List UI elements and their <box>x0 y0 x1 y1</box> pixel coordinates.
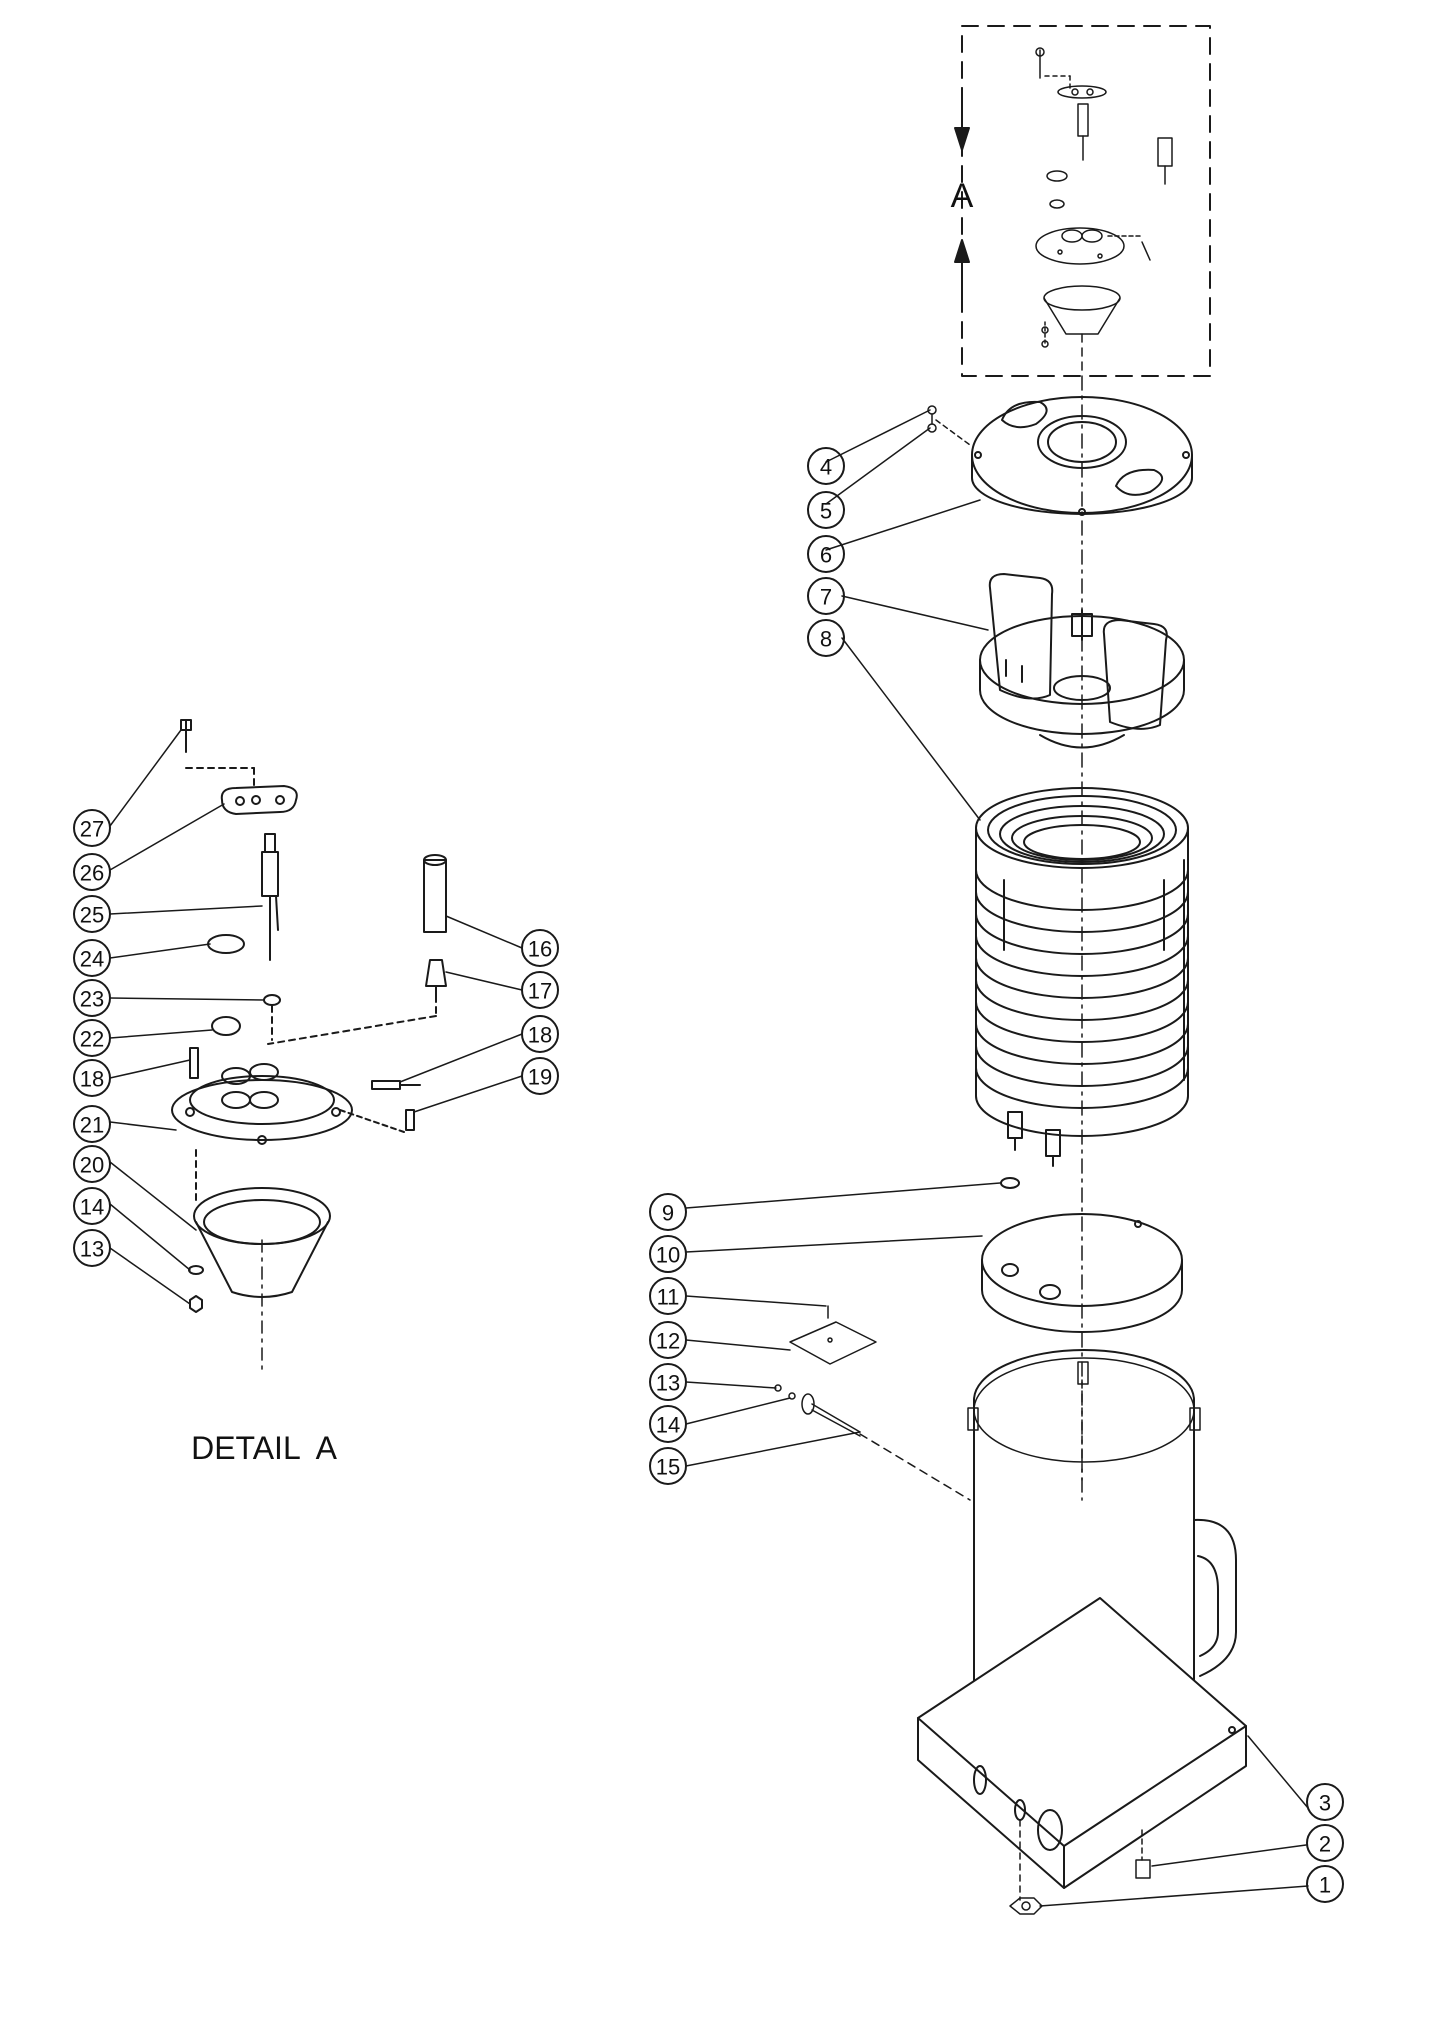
callout-11: 11 <box>657 1285 680 1310</box>
drain-nut <box>1009 1897 1043 1915</box>
detail-callout-19: 19 <box>528 1065 552 1090</box>
detail-callout-16: 16 <box>528 937 552 962</box>
sight-glass-assembly <box>774 1305 971 1501</box>
detail-a-mini-assembly <box>1035 47 1173 377</box>
detail-a-caption: DETAIL A <box>191 1430 337 1466</box>
detail-callout-20: 20 <box>80 1153 104 1178</box>
callout-5: 5 <box>820 499 832 524</box>
callout-12: 12 <box>656 1329 680 1354</box>
detail-callout-13: 13 <box>80 1237 104 1262</box>
detail-callout-23: 23 <box>80 987 104 1012</box>
callout-labels: 1 2 3 4 5 6 7 8 9 10 11 12 13 14 15 27 2… <box>80 455 1331 1898</box>
detail-callout-18-left: 18 <box>80 1067 104 1092</box>
detail-a-exploded-view <box>171 719 447 1371</box>
detail-a-section-letter: A <box>951 177 974 215</box>
callout-9: 9 <box>662 1201 674 1226</box>
top-cover-plate <box>971 396 1193 516</box>
detail-callout-25: 25 <box>80 903 104 928</box>
callout-7: 7 <box>820 585 832 610</box>
callout-8: 8 <box>820 627 832 652</box>
section-arrow-down <box>954 87 970 151</box>
cover-screw <box>927 405 971 446</box>
baffle-assembly <box>979 573 1185 749</box>
heat-exchanger-coil <box>975 787 1189 1167</box>
callout-1: 1 <box>1319 1873 1331 1898</box>
detail-callout-26: 26 <box>80 861 104 886</box>
detail-callout-17: 17 <box>528 979 552 1004</box>
leader-lines <box>109 409 1309 1907</box>
callout-3: 3 <box>1319 1791 1331 1816</box>
detail-callout-14: 14 <box>80 1195 104 1220</box>
callout-13: 13 <box>656 1371 680 1396</box>
callout-4: 4 <box>820 455 832 480</box>
base-frame <box>917 1597 1247 1901</box>
detail-callout-21: 21 <box>80 1113 104 1138</box>
detail-callout-27: 27 <box>80 817 104 842</box>
callout-6: 6 <box>820 543 832 568</box>
burner-base-plate <box>981 1213 1183 1333</box>
base-foot <box>1135 1829 1151 1879</box>
detail-callout-22: 22 <box>80 1027 104 1052</box>
gasket-ring <box>1000 1177 1020 1189</box>
detail-callout-24: 24 <box>80 947 104 972</box>
callout-circles <box>73 447 1344 1903</box>
callout-14: 14 <box>656 1413 680 1438</box>
detail-callout-18-right: 18 <box>528 1023 552 1048</box>
detail-a-boundary <box>961 25 1211 377</box>
section-arrow-up <box>954 239 970 301</box>
callout-2: 2 <box>1319 1832 1331 1857</box>
callout-10: 10 <box>656 1243 680 1268</box>
callout-15: 15 <box>656 1455 680 1480</box>
